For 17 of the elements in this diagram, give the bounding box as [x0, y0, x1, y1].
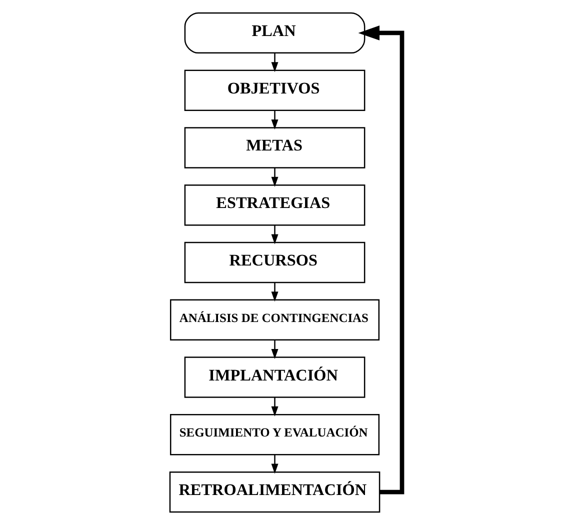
arrow — [271, 454, 278, 474]
arrow — [271, 168, 278, 187]
node-box: METAS — [184, 127, 366, 168]
arrow — [271, 397, 278, 416]
node-box: ESTRATEGIAS — [184, 184, 366, 226]
arrow — [271, 340, 278, 359]
node-box: PLAN — [184, 12, 366, 54]
arrow — [271, 110, 278, 130]
arrow — [271, 282, 278, 302]
node-box: RETROALIMENTACIÓN — [169, 471, 380, 513]
node-box: SEGUIMIENTO Y EVALUACIÓN — [170, 414, 380, 456]
node-box: ANÁLISIS DE CONTINGENCIAS — [170, 299, 380, 340]
node-box: IMPLANTACIÓN — [184, 356, 366, 398]
arrow — [271, 225, 278, 244]
node-box: RECURSOS — [184, 242, 366, 284]
node-box: OBJETIVOS — [184, 70, 366, 111]
arrow — [271, 53, 278, 72]
